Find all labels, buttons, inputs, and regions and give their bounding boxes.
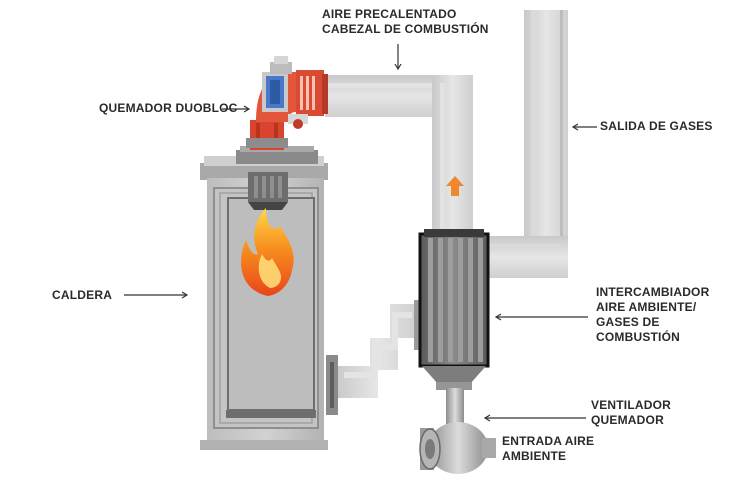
label-entrada-aire-line2: AMBIENTE <box>502 449 567 463</box>
label-aire-precalentado-line2: CABEZAL DE COMBUSTIÓN <box>322 22 489 36</box>
label-intercambiador-line4: COMBUSTIÓN <box>596 330 680 344</box>
burner-nozzle <box>248 172 288 210</box>
label-entrada-aire: ENTRADA AIRE AMBIENTE <box>502 434 594 464</box>
label-ventilador: VENTILADOR QUEMADOR <box>591 398 671 428</box>
heat-exchanger <box>414 229 490 390</box>
boiler <box>200 156 338 450</box>
pointer-arrows <box>124 44 597 422</box>
label-aire-precalentado-line1: AIRE PRECALENTADO <box>322 7 457 21</box>
burner-fan <box>419 388 496 474</box>
exhaust-duct <box>487 10 568 278</box>
airflow-up-arrow <box>446 176 464 196</box>
label-quemador-duobloc: QUEMADOR DUOBLOC <box>99 101 238 115</box>
preheated-air-duct <box>325 75 473 235</box>
label-aire-precalentado: AIRE PRECALENTADO CABEZAL DE COMBUSTIÓN <box>322 7 489 37</box>
label-ventilador-line1: VENTILADOR <box>591 398 671 412</box>
flame <box>241 208 294 296</box>
label-intercambiador-line1: INTERCAMBIADOR <box>596 285 710 299</box>
label-entrada-aire-line1: ENTRADA AIRE <box>502 434 595 448</box>
label-caldera: CALDERA <box>52 288 113 302</box>
duobloc-burner <box>236 56 328 164</box>
label-ventilador-line2: QUEMADOR <box>591 413 664 427</box>
label-intercambiador-line3: GASES DE <box>596 315 660 329</box>
combustion-air-duct <box>336 304 418 398</box>
label-intercambiador-line2: AIRE AMBIENTE/ <box>596 300 697 314</box>
label-salida-gases: SALIDA DE GASES <box>600 119 713 133</box>
label-intercambiador: INTERCAMBIADOR AIRE AMBIENTE/ GASES DE C… <box>596 285 709 345</box>
